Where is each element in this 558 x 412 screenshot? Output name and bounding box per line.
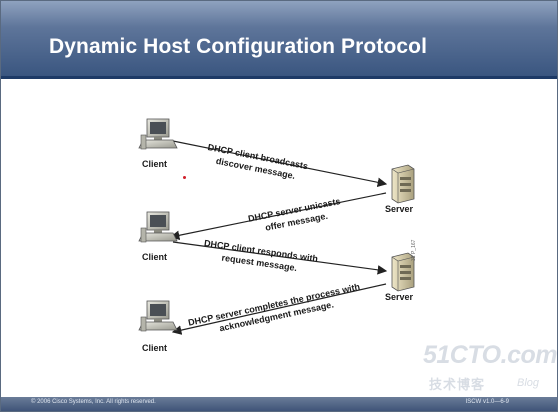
arrow-request	[172, 241, 388, 275]
watermark-site: 51CTO.com	[423, 341, 557, 369]
client-computer-icon	[138, 300, 178, 332]
course-code: ISCW v1.0—6-9	[465, 399, 509, 405]
server-label: Server	[385, 292, 414, 302]
arrow-discover	[172, 140, 388, 188]
copyright-text: © 2006 Cisco Systems, Inc. All rights re…	[31, 399, 156, 405]
red-dot-marker	[183, 176, 186, 179]
arrow-offer	[169, 192, 387, 241]
server-label: Server	[385, 204, 414, 214]
client-computer-icon	[138, 118, 178, 150]
arrow-ack	[171, 283, 387, 335]
server-icon	[391, 252, 415, 292]
watermark-cn: 技术博客	[429, 377, 486, 392]
slide-title: Dynamic Host Configuration Protocol	[49, 35, 428, 58]
server-icon	[391, 164, 415, 204]
client-label: Client	[142, 252, 168, 262]
client-label: Client	[142, 343, 168, 353]
title-bar: Dynamic Host Configuration Protocol	[1, 1, 557, 79]
client-computer-icon	[138, 211, 178, 243]
diagram-id-tag: 31 P_167	[411, 239, 417, 261]
footer-bar: © 2006 Cisco Systems, Inc. All rights re…	[1, 397, 557, 411]
watermark-blog: Blog	[517, 377, 540, 389]
client-label: Client	[142, 159, 168, 169]
